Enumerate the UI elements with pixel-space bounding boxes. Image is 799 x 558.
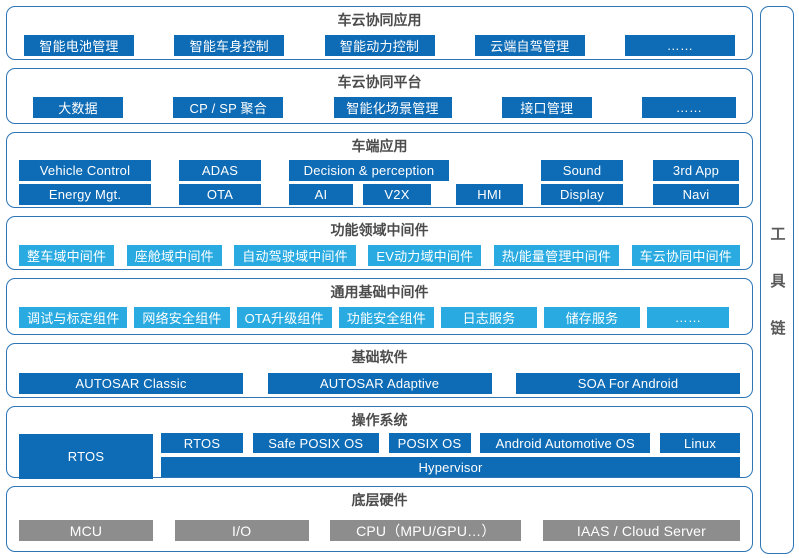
block-storage-service: 储存服务 [543, 307, 640, 328]
block-network-security: 网络安全组件 [134, 307, 230, 328]
block-hypervisor: Hypervisor [161, 457, 740, 477]
layer-title: 车端应用 [351, 138, 408, 154]
block-autodrive-domain-mw: 自动驾驶域中间件 [234, 245, 356, 266]
block-smart-power-control: 智能动力控制 [324, 35, 435, 56]
block-vehicle-domain-mw: 整车域中间件 [19, 245, 115, 266]
block-iaas-cloud-server: IAAS / Cloud Server [542, 520, 740, 541]
layer-row: Vehicle Control ADAS Decision & percepti… [19, 160, 740, 181]
block-ev-power-domain-mw: EV动力域中间件 [368, 245, 482, 266]
toolchain-panel: 工具链 [760, 6, 794, 554]
block-interface-mgmt: 接口管理 [501, 97, 592, 118]
block-big-data: 大数据 [33, 97, 123, 118]
layer-row: 调试与标定组件 网络安全组件 OTA升级组件 功能安全组件 日志服务 储存服务 … [19, 307, 740, 328]
block-rtos-large: RTOS [19, 434, 153, 479]
block-io: I/O [174, 520, 309, 541]
block-smart-scene-mgmt: 智能化场景管理 [333, 97, 452, 118]
layer-panel-base-middleware: 通用基础中间件 调试与标定组件 网络安全组件 OTA升级组件 功能安全组件 日志… [6, 278, 753, 335]
block-cloud-collab-mw: 车云协同中间件 [631, 245, 740, 266]
layer-title: 功能领域中间件 [330, 222, 429, 238]
block-log-service: 日志服务 [440, 307, 537, 328]
block-ota-upgrade: OTA升级组件 [236, 307, 332, 328]
block-ellipsis: …… [625, 35, 735, 56]
block-functional-safety: 功能安全组件 [338, 307, 434, 328]
block-decision-perception: Decision & perception [289, 160, 449, 181]
layer-title: 操作系统 [351, 412, 408, 428]
layer-panel-cloud-apps: 车云协同应用 智能电池管理 智能车身控制 智能动力控制 云端自驾管理 …… [6, 6, 753, 60]
block-thermal-energy-mw: 热/能量管理中间件 [493, 245, 620, 266]
layer-panel-domain-middleware: 功能领域中间件 整车域中间件 座舱域中间件 自动驾驶域中间件 EV动力域中间件 … [6, 216, 753, 270]
layer-row: 大数据 CP / SP 聚合 智能化场景管理 接口管理 …… [19, 97, 740, 118]
layer-panel-base-software: 基础软件 AUTOSAR Classic AUTOSAR Adaptive SO… [6, 343, 753, 398]
block-autosar-adaptive: AUTOSAR Adaptive [267, 373, 492, 394]
layer-row: Energy Mgt. OTA AI V2X HMI Display Navi [19, 184, 740, 205]
block-ota: OTA [179, 184, 261, 205]
block-cpu-mpu-gpu: CPU（MPU/GPU…） [330, 520, 522, 541]
block-adas: ADAS [179, 160, 261, 181]
layer-panel-hardware: 底层硬件 MCU I/O CPU（MPU/GPU…） IAAS / Cloud … [6, 486, 753, 552]
layer-row: RTOS RTOS Safe POSIX OS POSIX OS Android… [19, 433, 740, 479]
os-right-column: RTOS Safe POSIX OS POSIX OS Android Auto… [161, 433, 740, 479]
block-ellipsis: …… [642, 97, 736, 118]
block-autosar-classic: AUTOSAR Classic [19, 373, 243, 394]
layer-panel-vehicle-apps: 车端应用 Vehicle Control ADAS Decision & per… [6, 132, 753, 208]
layer-stack: 车云协同应用 智能电池管理 智能车身控制 智能动力控制 云端自驾管理 …… 车云… [6, 6, 753, 558]
block-smart-body-control: 智能车身控制 [174, 35, 285, 56]
layer-row: AUTOSAR Classic AUTOSAR Adaptive SOA For… [19, 373, 740, 394]
block-cloud-autodrive-mgmt: 云端自驾管理 [474, 35, 585, 56]
layer-title: 底层硬件 [351, 492, 408, 508]
os-row: RTOS Safe POSIX OS POSIX OS Android Auto… [161, 433, 740, 453]
block-rtos: RTOS [161, 433, 243, 453]
toolchain-label: 工具链 [768, 225, 786, 367]
block-smart-battery-mgmt: 智能电池管理 [24, 35, 134, 56]
block-ai: AI [289, 184, 353, 205]
block-v2x: V2X [363, 184, 431, 205]
layer-title: 基础软件 [351, 349, 408, 365]
block-display: Display [541, 184, 623, 205]
block-energy-mgt: Energy Mgt. [19, 184, 151, 205]
block-cp-sp-aggregation: CP / SP 聚合 [173, 97, 284, 118]
block-ellipsis: …… [646, 307, 729, 328]
block-android-automotive-os: Android Automotive OS [480, 433, 651, 453]
block-safe-posix-os: Safe POSIX OS [252, 433, 379, 453]
layer-panel-os: 操作系统 RTOS RTOS Safe POSIX OS POSIX OS An… [6, 406, 753, 479]
block-posix-os: POSIX OS [388, 433, 471, 453]
layer-title: 车云协同平台 [337, 74, 422, 90]
block-3rd-app: 3rd App [653, 160, 739, 181]
block-cockpit-domain-mw: 座舱域中间件 [126, 245, 222, 266]
layer-title: 车云协同应用 [337, 12, 422, 28]
block-sound: Sound [541, 160, 623, 181]
block-debug-calibration: 调试与标定组件 [19, 307, 128, 328]
layer-panel-cloud-platform: 车云协同平台 大数据 CP / SP 聚合 智能化场景管理 接口管理 …… [6, 68, 753, 124]
layer-row: MCU I/O CPU（MPU/GPU…） IAAS / Cloud Serve… [19, 520, 740, 541]
block-mcu: MCU [19, 520, 153, 541]
block-soa-for-android: SOA For Android [516, 373, 740, 394]
block-hmi: HMI [456, 184, 523, 205]
layer-row: 智能电池管理 智能车身控制 智能动力控制 云端自驾管理 …… [19, 35, 740, 56]
layer-row: 整车域中间件 座舱域中间件 自动驾驶域中间件 EV动力域中间件 热/能量管理中间… [19, 245, 740, 266]
block-vehicle-control: Vehicle Control [19, 160, 151, 181]
block-navi: Navi [653, 184, 739, 205]
layer-title: 通用基础中间件 [330, 284, 429, 300]
block-linux: Linux [660, 433, 740, 453]
